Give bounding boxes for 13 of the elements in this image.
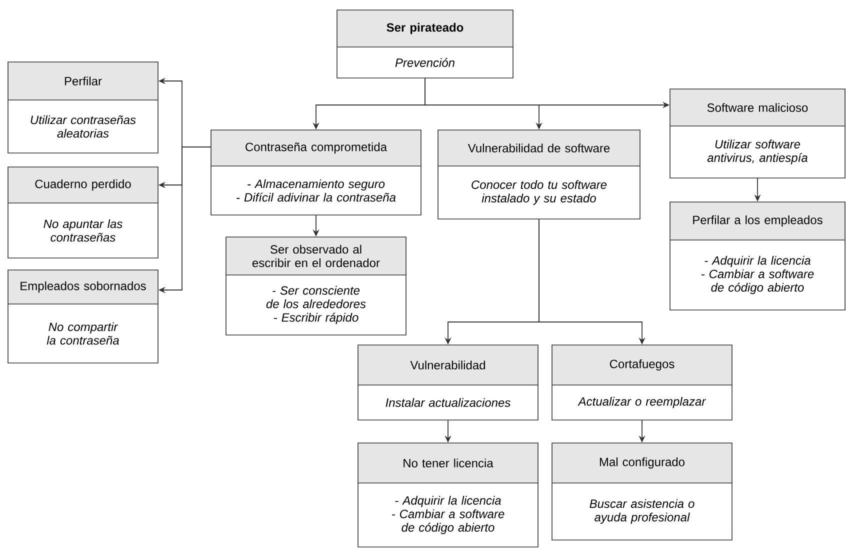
process-box: Vulnerabilidad Instalar actualizaciones [358, 344, 538, 420]
process-box: Ser observado al escribir en el ordenador - Ser consciente de los alrededores - Escribir rápido [226, 236, 406, 336]
process-box: No tener licencia - Adquirir la licencia - Cambiar a software de código abierto [358, 442, 538, 548]
process-box: Cuaderno perdido No apuntar las contraseñas [8, 166, 158, 258]
process-box: Contraseña comprometida - Almacenamiento seguro - Difícil adivinar la contraseña [210, 130, 422, 216]
process-box: Perfilar a los empleados - Adquirir la licencia - Cambiar a software de código abierto [670, 202, 846, 310]
process-box: Cortafuegos Actualizar o reemplazar [552, 344, 732, 420]
process-box: Perfilar Utilizar contraseñas aleatorias [8, 62, 158, 154]
process-box: Empleados sobornados No compartir la contraseña [8, 270, 158, 364]
process-box: Mal configurado Buscar asistencia o ayuda profesional [552, 442, 732, 540]
process-box: Ser pirateado Prevención [336, 10, 514, 78]
process-box: Vulnerabilidad de software Conocer todo tu software instalado y su estado [438, 130, 640, 220]
process-box: Software malicioso Utilizar software antivirus, antiespía [670, 88, 846, 178]
